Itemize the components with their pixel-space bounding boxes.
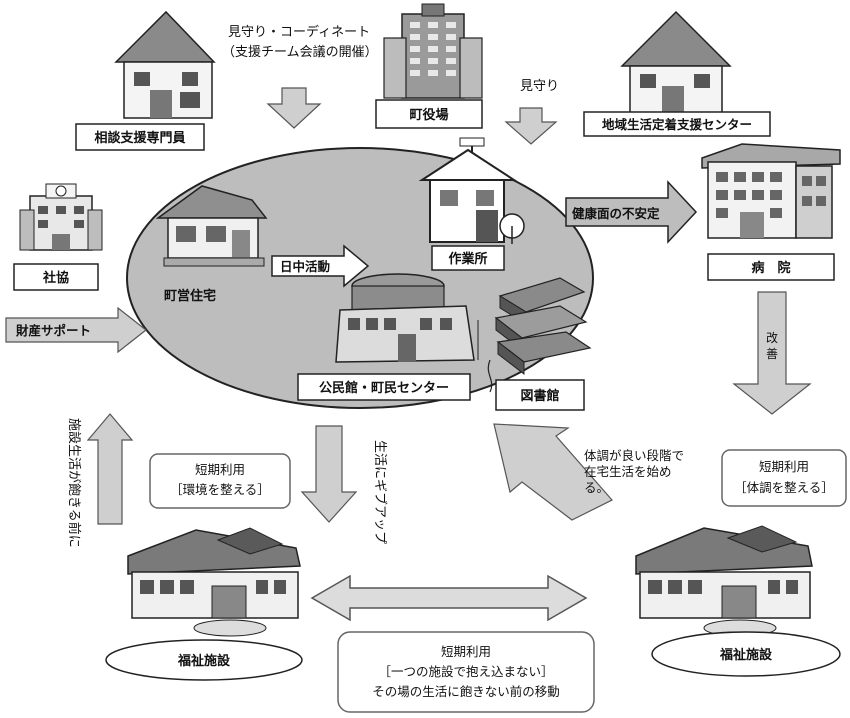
improvement-text-2: 善 [766, 346, 778, 361]
coordination-down-arrow [266, 87, 322, 129]
welfare-facility-right-label: 福祉施設 [719, 647, 773, 663]
hospital-label-box [707, 253, 835, 281]
bottom-short-term-desc-1: ［一つの施設で抱え込まない］ [378, 664, 553, 679]
before-bored-vertical-text: 施設生活が飽きる前に [66, 418, 82, 548]
give-up-vertical-text-group: 生活にギブアップ [372, 440, 388, 544]
council-label-box [13, 263, 99, 291]
left-short-term-box [149, 453, 291, 509]
community-center-icon [335, 273, 479, 363]
daytime-activity-arrow [271, 244, 370, 288]
left-short-term-desc: ［環境を整える］ [170, 482, 270, 497]
right-short-term-title: 短期利用 [759, 459, 809, 474]
before-bored-up-arrow [86, 413, 134, 525]
municipal-housing-icon [155, 185, 268, 267]
left-short-term-title: 短期利用 [195, 462, 245, 477]
good-condition-text-3: る。 [584, 480, 609, 495]
coordination-text-line-2: （支援チーム会議の開催） [222, 45, 378, 60]
improvement-text-1: 改 [766, 331, 778, 345]
welfare-facility-left-label: 福祉施設 [177, 653, 231, 669]
regional-center-label: 地域生活定着支援センター [602, 117, 752, 132]
consultant-house-icon [114, 10, 216, 119]
community-center-label: 公民館・町民センター [319, 380, 449, 396]
watch-down-arrow [504, 107, 558, 145]
municipal-housing-label: 町営住宅 [164, 288, 216, 304]
good-condition-text-2: 在宅生活を始め [584, 464, 672, 479]
town-hall-label-box [375, 99, 483, 129]
give-up-down-arrow [300, 425, 358, 523]
right-short-term-desc: ［体調を整える］ [734, 480, 834, 495]
regional-center-house-icon [620, 10, 732, 115]
bottom-short-term-box [337, 631, 595, 713]
workshop-building-icon [418, 137, 525, 244]
workshop-label-box [431, 245, 505, 271]
regional-center-label-box [583, 111, 771, 137]
community-center-label-box [297, 373, 471, 401]
good-condition-text-1: 体調が良い段階で [584, 448, 684, 463]
welfare-facility-left-icon [127, 527, 301, 637]
town-hall-label: 町役場 [409, 107, 448, 123]
watch-text: 見守り [520, 79, 559, 94]
right-short-term-box [721, 449, 847, 507]
property-support-arrow [5, 306, 147, 354]
facility-transfer-double-arrow [310, 574, 588, 622]
library-books-icon [487, 277, 592, 393]
health-instability-text: 健康面の不安定 [572, 206, 660, 221]
return-home-diagonal-arrow [493, 423, 613, 521]
welfare-facility-right-icon [635, 525, 813, 637]
hospital-label: 病 院 [751, 260, 790, 276]
give-up-text: 生活にギブアップ [372, 440, 388, 544]
property-support-text: 財産サポート [15, 323, 91, 338]
bottom-short-term-title: 短期利用 [441, 644, 491, 659]
workshop-label: 作業所 [448, 251, 487, 267]
hospital-building-icon [701, 143, 841, 239]
library-label-box [495, 379, 585, 411]
coordination-text-line-1: 見守り・コーディネート [228, 24, 370, 40]
council-building-icon [19, 183, 103, 251]
welfare-facility-left-label-box [105, 639, 303, 681]
town-hall-building-icon [383, 3, 483, 99]
bottom-short-term-desc-2: その場の生活に飽きない前の移動 [372, 684, 560, 699]
improvement-down-arrow [732, 291, 812, 415]
library-label: 図書館 [520, 388, 559, 404]
health-instability-arrow [565, 180, 698, 244]
consultant-label: 相談支援専門員 [94, 130, 185, 146]
welfare-facility-right-label-box [651, 631, 841, 677]
daytime-activity-text: 日中活動 [280, 259, 330, 274]
before-bored-text: 施設生活が飽きる前に [66, 418, 82, 548]
consultant-label-box [75, 123, 205, 151]
council-label: 社協 [42, 270, 69, 286]
